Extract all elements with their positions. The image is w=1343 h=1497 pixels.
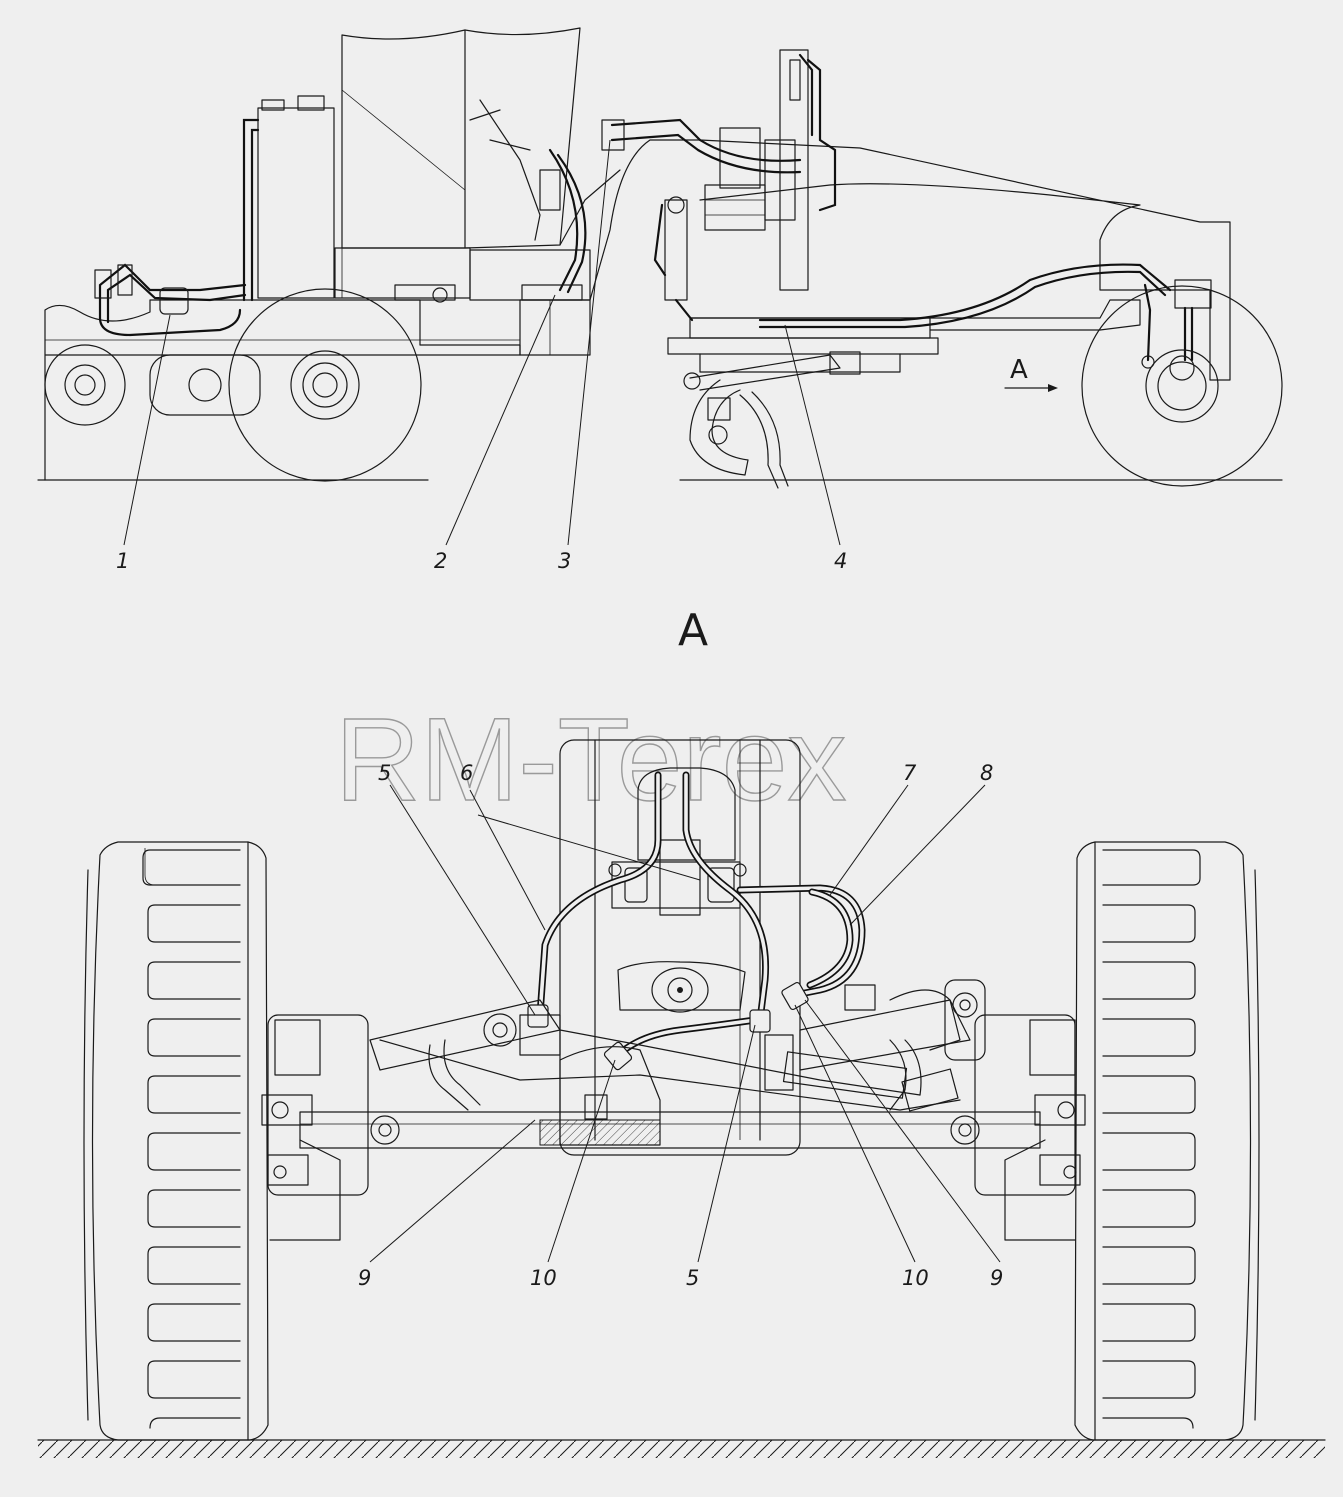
front-axle [299, 979, 1041, 1149]
blade-cylinder [683, 351, 861, 391]
left-tire [83, 841, 269, 1441]
front-wheel [1081, 285, 1283, 487]
callout-2: 2 [434, 549, 447, 573]
right-knuckle [950, 1014, 1086, 1241]
steering-hoses [527, 771, 866, 1071]
callout-6: 6 [460, 761, 473, 785]
frame-column [559, 739, 801, 1156]
watermark: RM-Terex [335, 694, 846, 826]
hydraulic-tank [242, 95, 335, 302]
callout-9-left: 9 [358, 1266, 371, 1290]
axle-pivot [539, 961, 746, 1146]
view-arrow: A [1004, 355, 1058, 392]
circle-drawbar [667, 299, 1141, 373]
rear-wheel-1 [44, 344, 126, 426]
callout-9-right: 9 [990, 1266, 1003, 1290]
steering-controls [469, 99, 587, 294]
cab [334, 27, 591, 301]
callout-5-bottom: 5 [686, 1266, 699, 1290]
front-view [37, 739, 1326, 1458]
side-view [37, 27, 1283, 489]
tandem-pivot [149, 354, 261, 416]
right-tire [1074, 841, 1260, 1441]
callout-7: 7 [903, 761, 917, 785]
callout-10-left: 10 [530, 1266, 557, 1290]
callout-10-right: 10 [902, 1266, 929, 1290]
callout-3: 3 [558, 549, 571, 573]
steering-cylinder [764, 1034, 908, 1099]
callout-8: 8 [980, 761, 993, 785]
view-arrow-label: A [1010, 355, 1028, 385]
callout-4: 4 [834, 549, 847, 573]
lift-cylinder [653, 196, 694, 322]
control-valve-block [704, 127, 796, 231]
callout-5-top: 5 [378, 761, 391, 785]
front-hydraulic-lines [601, 49, 1212, 369]
rear-wheel-2 [228, 288, 422, 482]
left-knuckle [261, 1014, 400, 1241]
moldboard [689, 379, 789, 489]
view-title: A [678, 605, 708, 656]
callout-1: 1 [116, 549, 129, 573]
front-view-callouts: 5 6 7 8 9 10 5 10 9 [358, 761, 1003, 1290]
rear-hydraulic-lines [94, 263, 247, 337]
side-view-callouts: 1 2 3 4 [116, 139, 847, 573]
